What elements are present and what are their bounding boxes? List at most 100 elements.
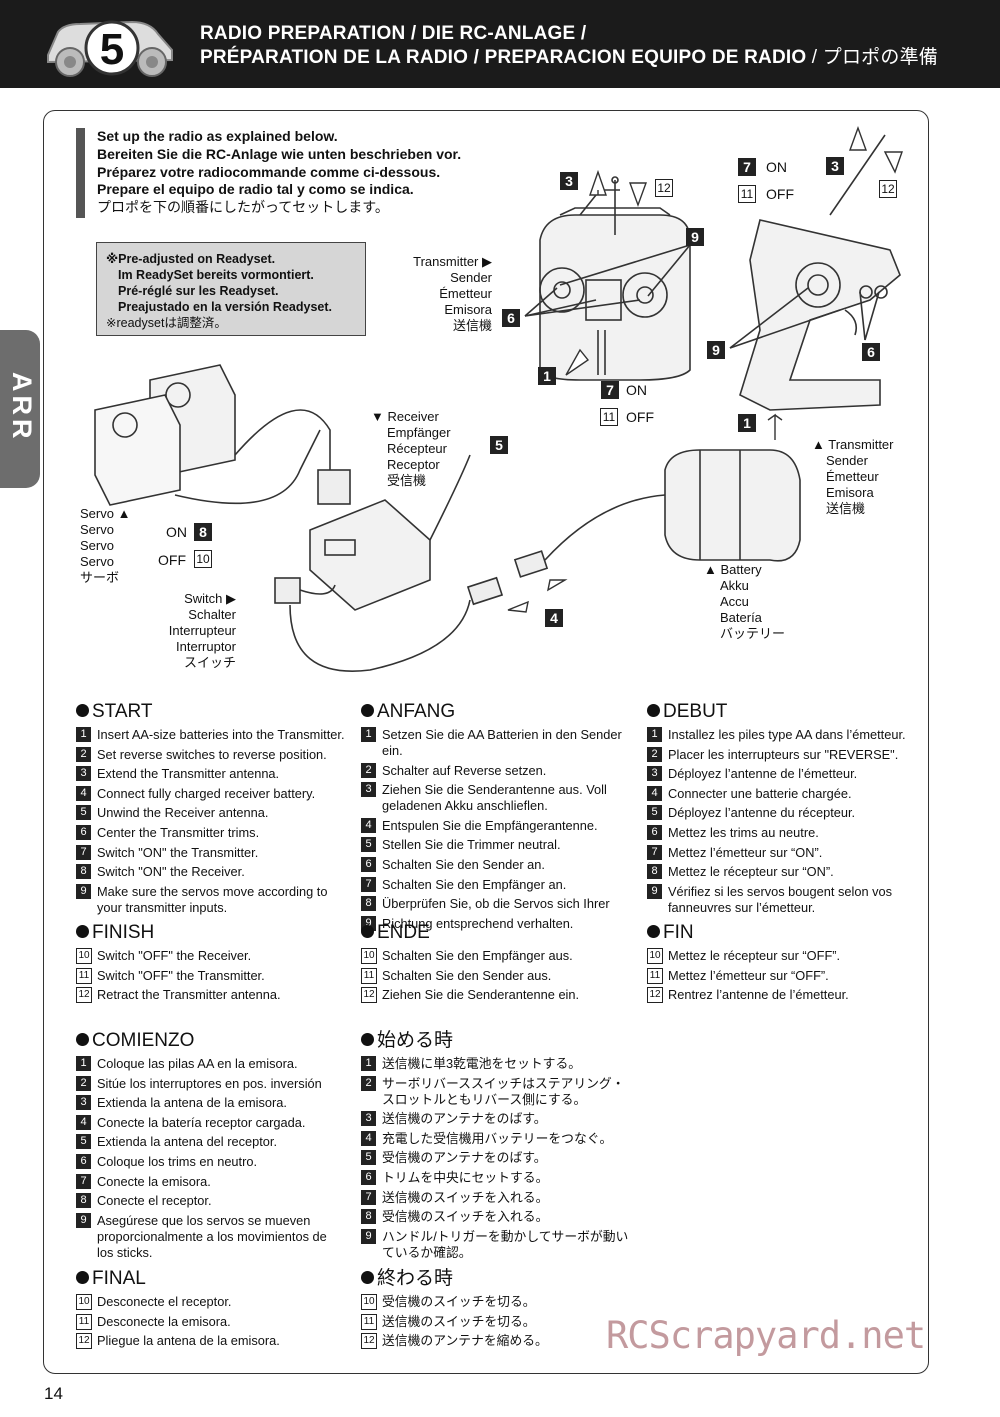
diagram-step-11-left: 11 (600, 408, 618, 426)
step-number-badge: 5 (361, 837, 376, 853)
side-tab: ARR (0, 330, 40, 488)
section-title: COMIENZO (92, 1030, 195, 1051)
step-number-badge: 6 (361, 856, 376, 872)
label-battery: ▲ Battery Akku Accu Batería バッテリー (704, 562, 804, 642)
note-de: Im ReadySet bereits vormontiert. (118, 268, 314, 282)
battery-en: ▲ Battery (704, 562, 762, 577)
tx-left-es: Emisora (444, 302, 492, 317)
instruction-text: Schalter auf Reverse setzen. (382, 762, 547, 778)
instruction-text: Connect fully charged receiver battery. (97, 785, 316, 801)
step-number-badge: 8 (76, 1193, 91, 1209)
instruction-text: Déployez l’antenne de l’émetteur. (668, 766, 858, 782)
title-line-2: PRÉPARATION DE LA RADIO / PREPARACION EQ… (200, 46, 938, 70)
instruction-text: Desconecte la emisora. (97, 1313, 231, 1329)
servo-jp: サーボ (80, 570, 120, 585)
section-heading: COMIENZO (76, 1030, 346, 1052)
tx-right-fr: Émetteur (826, 469, 879, 484)
instruction-text: Mettez l’émetteur sur “ON”. (668, 844, 823, 860)
step-number-badge: 2 (647, 746, 662, 762)
receiver-illustration (309, 454, 471, 611)
step-number-badge: 1 (76, 1056, 91, 1071)
instruction-text: Set reverse switches to reverse position… (97, 746, 327, 762)
diagram-step-7-right: 7 (738, 158, 756, 176)
instruction-text: Switch "ON" the Transmitter. (97, 844, 259, 860)
step-number-badge: 11 (361, 967, 377, 984)
step-number-badge: 5 (361, 1150, 376, 1166)
diagram-step-1-right: 1 (738, 414, 756, 432)
step-number-badge: 5 (76, 1134, 91, 1150)
bullet-dot-icon (361, 704, 374, 717)
diagram-off-receiver: OFF (158, 552, 186, 568)
diagram-step-9-right: 9 (707, 341, 725, 359)
intro-bar (76, 128, 85, 218)
section-heading: FINAL (76, 1268, 346, 1290)
tx-left-de: Sender (450, 270, 492, 285)
section-title: ENDE (377, 922, 430, 943)
step-number-badge: 4 (361, 1130, 376, 1146)
instruction-text: Mettez les trims au neutre. (668, 824, 819, 840)
instruction-text: ハンドル/トリガーを動かしてサーボが動いているか確認。 (382, 1228, 629, 1260)
rx-fr: Récepteur (387, 441, 447, 456)
note-fr: Pré-réglé sur les Readyset. (118, 284, 279, 298)
instruction-item: 2 Set reverse switches to reverse positio… (76, 746, 346, 763)
step-number-badge: 12 (361, 1333, 377, 1350)
bullet-dot-icon (361, 925, 374, 938)
instruction-text: サーボリバーススイッチはステアリング・スロットルともリバース側にする。 (382, 1075, 625, 1107)
instruction-text: 送信機のスイッチを入れる。 (382, 1189, 549, 1205)
diagram-step-11-right: 11 (738, 185, 756, 203)
instruction-text: Rentrez l’antenne de l’émetteur. (668, 987, 849, 1003)
section-title: FIN (663, 922, 694, 943)
instruction-text: Stellen Sie die Trimmer neutral. (382, 837, 561, 853)
step-number-badge: 4 (76, 1114, 91, 1130)
intro-text: Set up the radio as explained below. Ber… (97, 128, 461, 217)
label-transmitter-right: ▲ Transmitter Sender Émetteur Emisora 送信… (812, 437, 912, 517)
section-heading: START (76, 701, 346, 723)
diagram-step-10: 10 (194, 550, 212, 568)
section-heading: FINISH (76, 922, 346, 944)
instruction-text: Überprüfen Sie, ob die Servos sich Ihrer (382, 896, 610, 912)
tx-right-de: Sender (826, 453, 868, 468)
instruction-text: Déployez l’antenne du récepteur. (668, 805, 856, 821)
step-number-badge: 10 (76, 948, 92, 964)
switch-en: Switch ▶ (184, 591, 236, 606)
instruction-text: 送信機のスイッチを切る。 (382, 1313, 536, 1329)
side-tab-label: ARR (7, 372, 37, 443)
instruction-text: Extienda la antena del receptor. (97, 1134, 277, 1150)
step-number-badge: 1 (76, 727, 91, 742)
tx-right-en: ▲ Transmitter (812, 437, 894, 452)
step-number-badge: 7 (361, 1189, 376, 1205)
diagram-on-receiver: ON (166, 524, 187, 540)
bullet-dot-icon (647, 925, 660, 938)
step-number-badge: 2 (76, 746, 91, 762)
step-number-badge: 1 (647, 727, 662, 742)
instruction-text: Installez les piles type AA dans l’émett… (668, 727, 906, 742)
step-number-badge: 3 (361, 782, 376, 798)
step-number-badge: 4 (647, 785, 662, 801)
step-number-badge: 7 (76, 844, 91, 860)
